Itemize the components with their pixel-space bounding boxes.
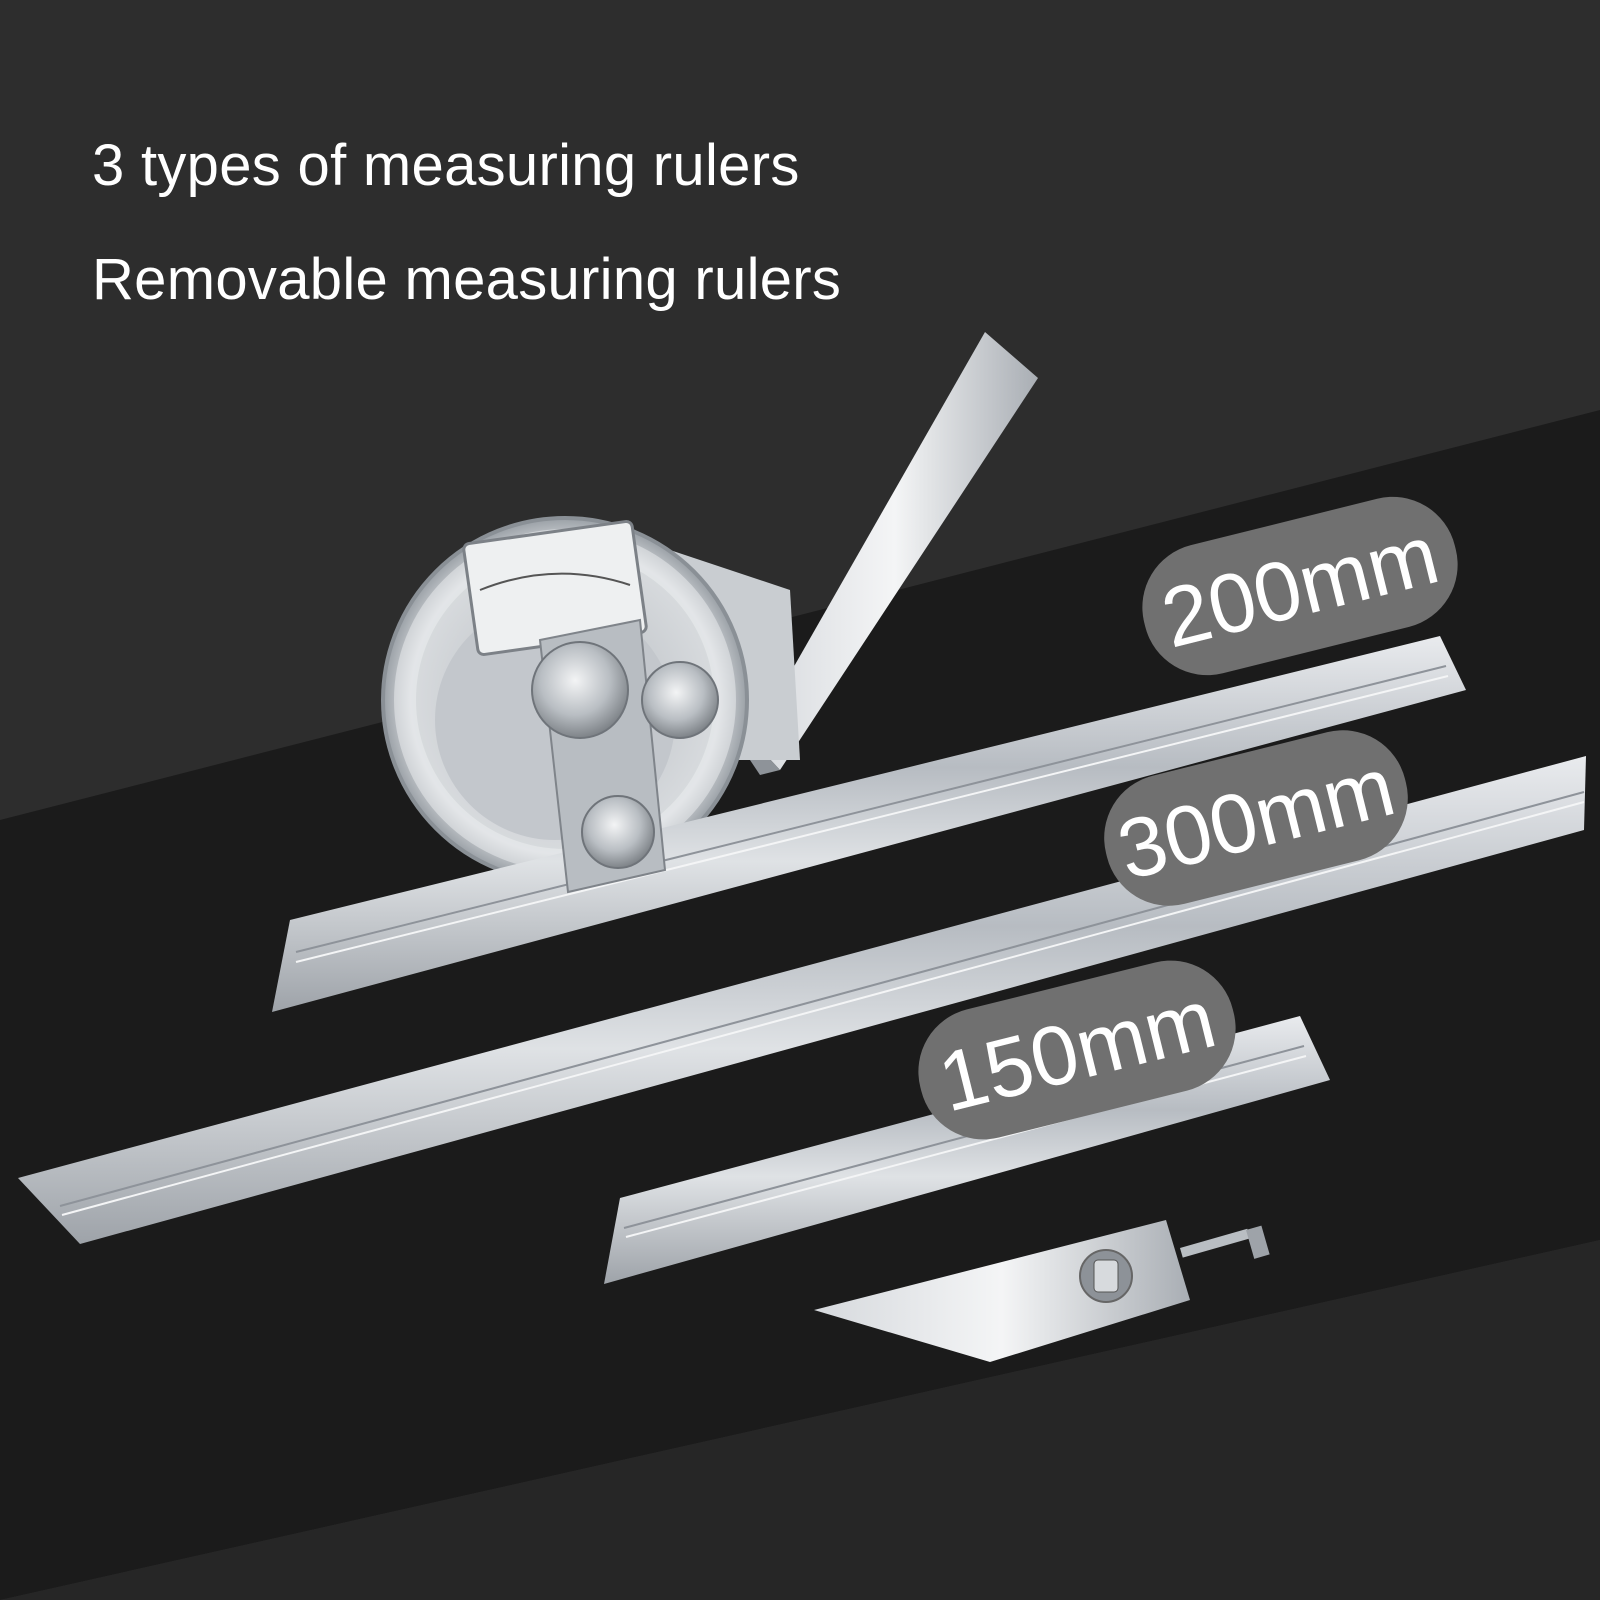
background-lower-band — [0, 1240, 1600, 1600]
protractor-clamp — [531, 618, 719, 894]
lock-knob-large — [531, 641, 629, 739]
headline-line-2: Removable measuring rulers — [92, 247, 842, 312]
headline-line-1: 3 types of measuring rulers — [92, 133, 800, 198]
angle-attachment — [814, 1220, 1270, 1362]
ruler-200mm — [272, 636, 1466, 1012]
lock-knob-medium — [641, 661, 719, 739]
lock-knob-small — [581, 795, 655, 869]
